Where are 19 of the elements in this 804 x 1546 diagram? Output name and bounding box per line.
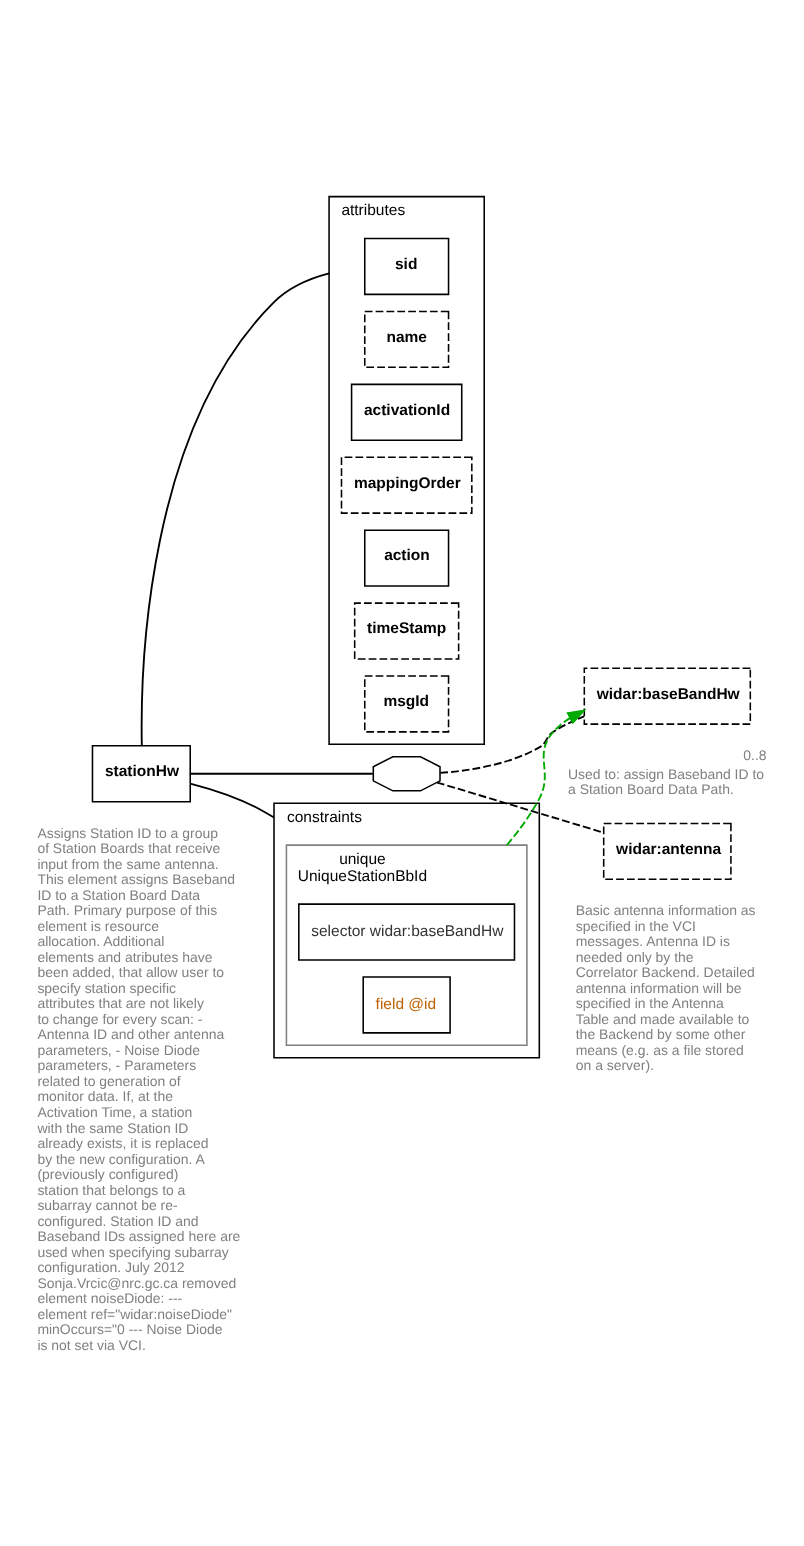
connector (439, 715, 586, 774)
node-box: field @id (362, 976, 451, 1034)
node-box: activationId (350, 383, 463, 441)
node-box: stationHw (91, 745, 191, 803)
connector (189, 782, 275, 819)
node-box: mappingOrder (340, 456, 473, 514)
node-box: widar:antenna (602, 822, 732, 881)
node-box: action (364, 529, 450, 587)
node-octagon (372, 755, 441, 792)
arrow (505, 709, 587, 847)
node-box: sid (364, 237, 450, 296)
connector (140, 272, 330, 747)
node-box: name (364, 310, 450, 369)
node-box: timeStamp (353, 602, 460, 660)
connector (189, 772, 374, 775)
node-box: widar:baseBandHw (583, 667, 752, 725)
node-box: msgId (364, 675, 450, 733)
connector (436, 781, 605, 834)
node-box: selector widar:baseBandHw (298, 903, 516, 961)
